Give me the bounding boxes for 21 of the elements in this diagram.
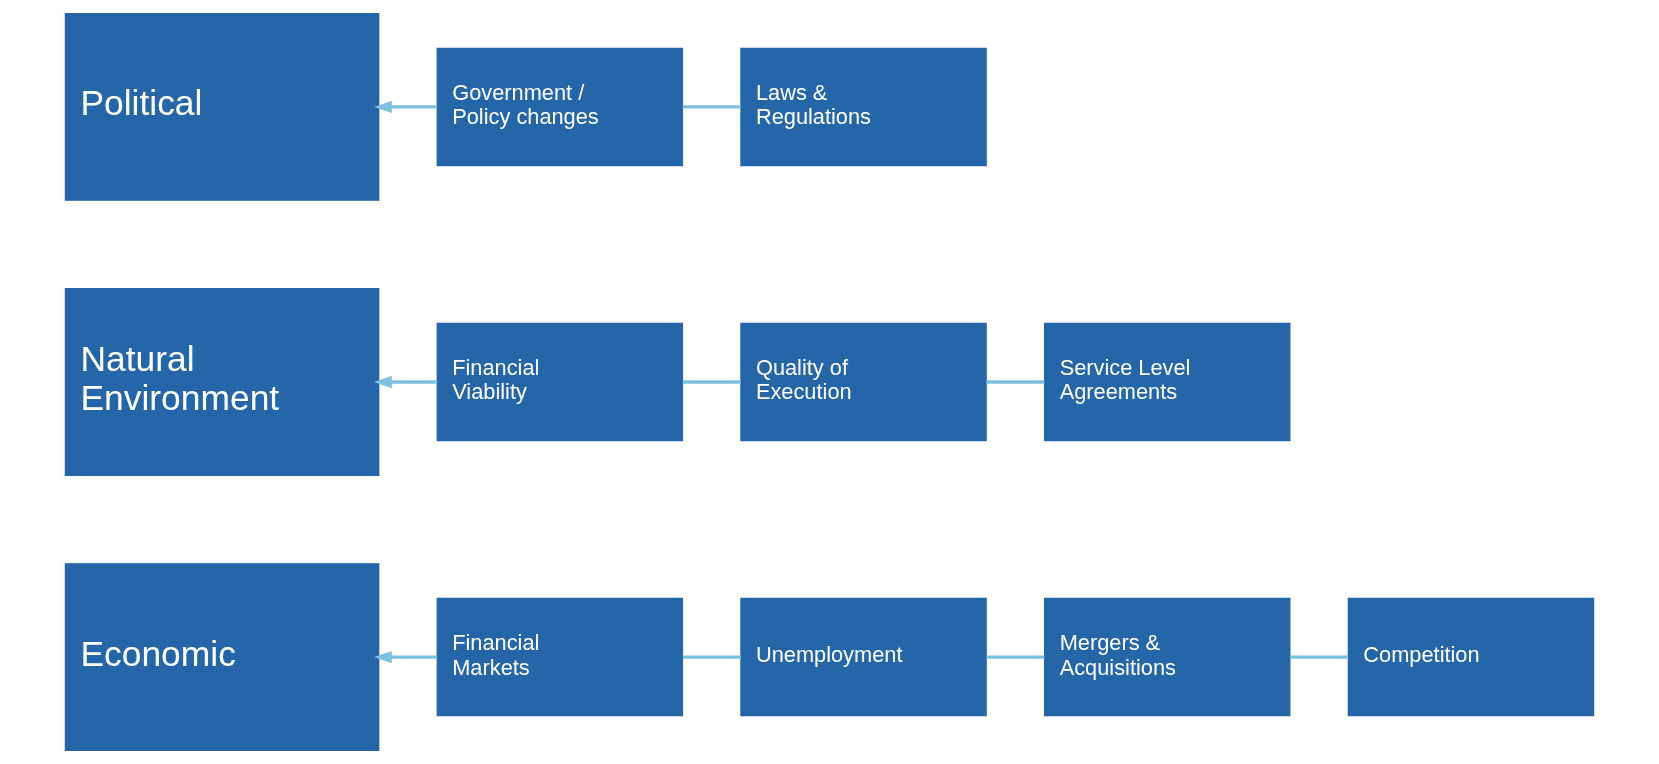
- connector: [682, 655, 741, 659]
- arrow: [374, 375, 438, 389]
- connector: [1290, 655, 1349, 659]
- node-box: Economic: [64, 563, 380, 752]
- connector: [986, 655, 1045, 659]
- node-box: Financial Markets: [436, 597, 684, 717]
- node-box: Natural Environment: [64, 288, 380, 476]
- node-box: Laws & Regulations: [740, 47, 987, 167]
- connector: [682, 105, 741, 109]
- node-box: Unemployment: [740, 597, 987, 717]
- node-box: Quality of Execution: [740, 322, 987, 442]
- node-box: Mergers & Acquisitions: [1044, 597, 1291, 717]
- connector: [986, 380, 1045, 384]
- node-box: Political: [64, 12, 380, 201]
- node-box: Competition: [1347, 597, 1595, 717]
- connector: [682, 380, 741, 384]
- node-box: Financial Viability: [436, 322, 684, 442]
- node-box: Service Level Agreements: [1044, 322, 1291, 442]
- arrow: [374, 100, 438, 114]
- arrow: [374, 650, 438, 664]
- node-box: Government / Policy changes: [436, 47, 684, 167]
